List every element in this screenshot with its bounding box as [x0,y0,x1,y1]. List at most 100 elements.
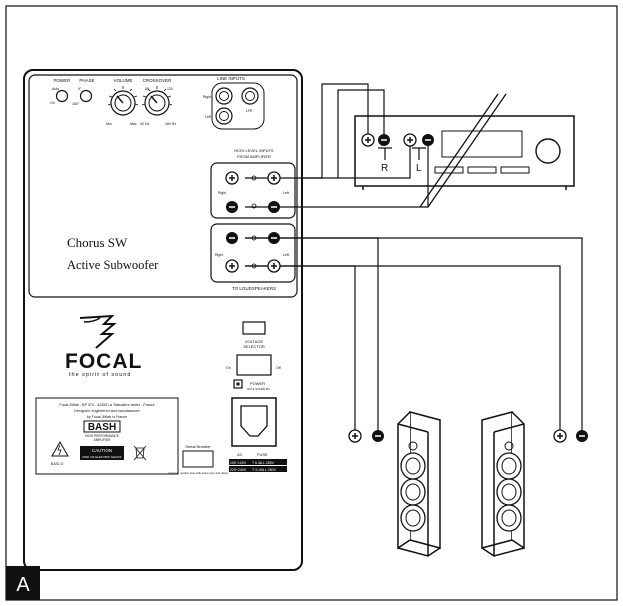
bash-logo-box [83,420,121,433]
amplifier-display [441,130,523,158]
serial-caution: Caution : replace fuse with same type an… [168,471,228,475]
bash-sub-1: HIGH PERFORMANCE [85,434,119,438]
power-rocker-switch[interactable] [236,354,272,376]
amp-left-channel-label: L [416,163,422,174]
amp-button-2[interactable] [467,166,497,174]
bash-logo: BASH [88,422,116,433]
caution-text: RISK OF ELECTRIC SHOCK [82,455,121,459]
volume-max-label: Max [130,122,137,126]
crossover-mid1-label: 80 [145,87,149,91]
hl-left-label: Left [283,191,289,195]
fuse-ac-label: AC [237,452,243,457]
serial-number-box [182,450,214,468]
speaker-outputs-box [210,223,296,283]
power-on-label: On [50,101,55,105]
hl-right-minus-terminal[interactable] [226,201,238,213]
hl-left-minus-terminal[interactable] [268,201,280,213]
out-right-label: Right [215,253,223,257]
terminals [225,133,588,443]
amp-button-3[interactable] [500,166,530,174]
amp-r-minus-terminal[interactable] [378,134,390,146]
rca-left-input[interactable] [215,107,233,125]
power-label: POWER [250,381,265,386]
to-loudspeakers-label: TO LOUDSPEAKERS [232,286,276,291]
out-left-minus-terminal[interactable] [268,232,280,244]
info-designed: Designed, engineered and manufactured [74,409,139,413]
iec-power-socket[interactable] [231,397,277,447]
hl-right-label: Right [218,191,226,195]
voltage-label-2: SELECTOR [243,344,265,349]
line-input-left-label: Left [205,115,211,119]
info-by: by Focal-JMlab in France [87,415,127,419]
out-left-label: Left [283,253,289,257]
speaker-right [481,411,525,557]
figure-label-box [6,566,40,600]
power-knob-label: POWER [53,78,71,83]
volume-knob-label: VOLUME [113,78,132,83]
amplifier-volume-knob[interactable] [535,138,561,164]
speaker-right-minus-terminal[interactable] [576,430,588,442]
hl-left-plus-terminal[interactable] [267,171,281,185]
amp-button-1[interactable] [434,166,464,174]
hl-inputs-box [210,162,296,219]
speaker-left [397,411,441,557]
phase-180-label: 180° [72,102,80,106]
info-label-plate [35,397,179,475]
bash-sub-2: AMPLIFIER [94,438,112,442]
power-auto-label: Auto [52,87,59,91]
out-left-plus-terminal[interactable] [267,259,281,273]
phase-switch[interactable] [79,89,93,103]
line-inputs-title: LINE INPUTS [217,76,245,81]
rca-right-input[interactable] [215,87,233,105]
weee-bin-icon [133,445,147,461]
volume-knob[interactable] [107,86,139,116]
amp-r-plus-terminal[interactable] [361,133,375,147]
fuse-row2-voltage: 220~240V [230,468,247,472]
figure-frame [5,5,618,601]
figure-label: A [16,574,30,596]
power-sub-label: ON & STAND-BY [247,387,270,391]
voltage-selector[interactable] [242,321,266,335]
warning-triangle-icon [51,440,69,457]
out-right-minus-terminal[interactable] [226,232,238,244]
hl-inputs-title-1: HIGH LEVEL INPUTS [234,148,274,153]
fuse-row1-rating: T 6.3A L 250V [252,461,275,465]
amp-l-plus-terminal[interactable] [403,133,417,147]
model-subtitle: Active Subwoofer [67,258,159,272]
info-address: Focal-JMlab - BP 374 - 42353 La Talaudiè… [59,403,154,407]
amp-cutaway-lines [419,93,507,208]
subwoofer-rear-panel: POWER Auto On PHASE 0° 180° VOLUME Min M… [23,69,303,571]
crossover-mid2-label: 120 [167,87,173,91]
power-mode-switch[interactable] [55,89,69,103]
hl-inputs-title-2: FROM AMPLIFIER [237,154,271,159]
power-switch-on-label: On [226,366,231,370]
line-input-right-label: Right [203,95,211,99]
speaker-left-minus-terminal[interactable] [372,430,384,442]
amp-l-minus-terminal[interactable] [422,134,434,146]
fuse-row2-rating: T 3.15A L 250V [252,468,277,472]
crossover-high-label: 160 Hz [165,122,176,126]
volume-min-label: Min [106,122,112,126]
crossover-knob-label: CROSSOVER [143,78,173,83]
line-input-lfe-label: LFE [246,109,253,113]
speaker-left-plus-terminal[interactable] [348,429,362,443]
caution-box [80,446,124,460]
crossover-knob[interactable] [141,86,173,116]
wiring [245,83,583,436]
power-switch-off-label: Off [276,366,281,370]
hl-right-plus-terminal[interactable] [225,171,239,185]
focal-logo: FOCAL the spirit of sound [65,314,142,378]
focal-wordmark: FOCAL [65,350,142,373]
model-name: Chorus SW [67,235,128,250]
fuse-label: FUSE [257,452,268,457]
rca-lfe-input[interactable] [241,87,259,105]
serial-label: Serial Number [185,444,211,449]
fuse-row1-voltage: 100~120V [230,461,247,465]
crossover-low-label: 40 Hz [140,122,149,126]
out-right-plus-terminal[interactable] [225,259,239,273]
line-inputs-box [211,82,265,130]
focal-tagline: the spirit of sound [69,372,131,378]
caution-title: CAUTION [92,448,112,453]
speaker-right-plus-terminal[interactable] [553,429,567,443]
amplifier: R L [354,93,575,208]
